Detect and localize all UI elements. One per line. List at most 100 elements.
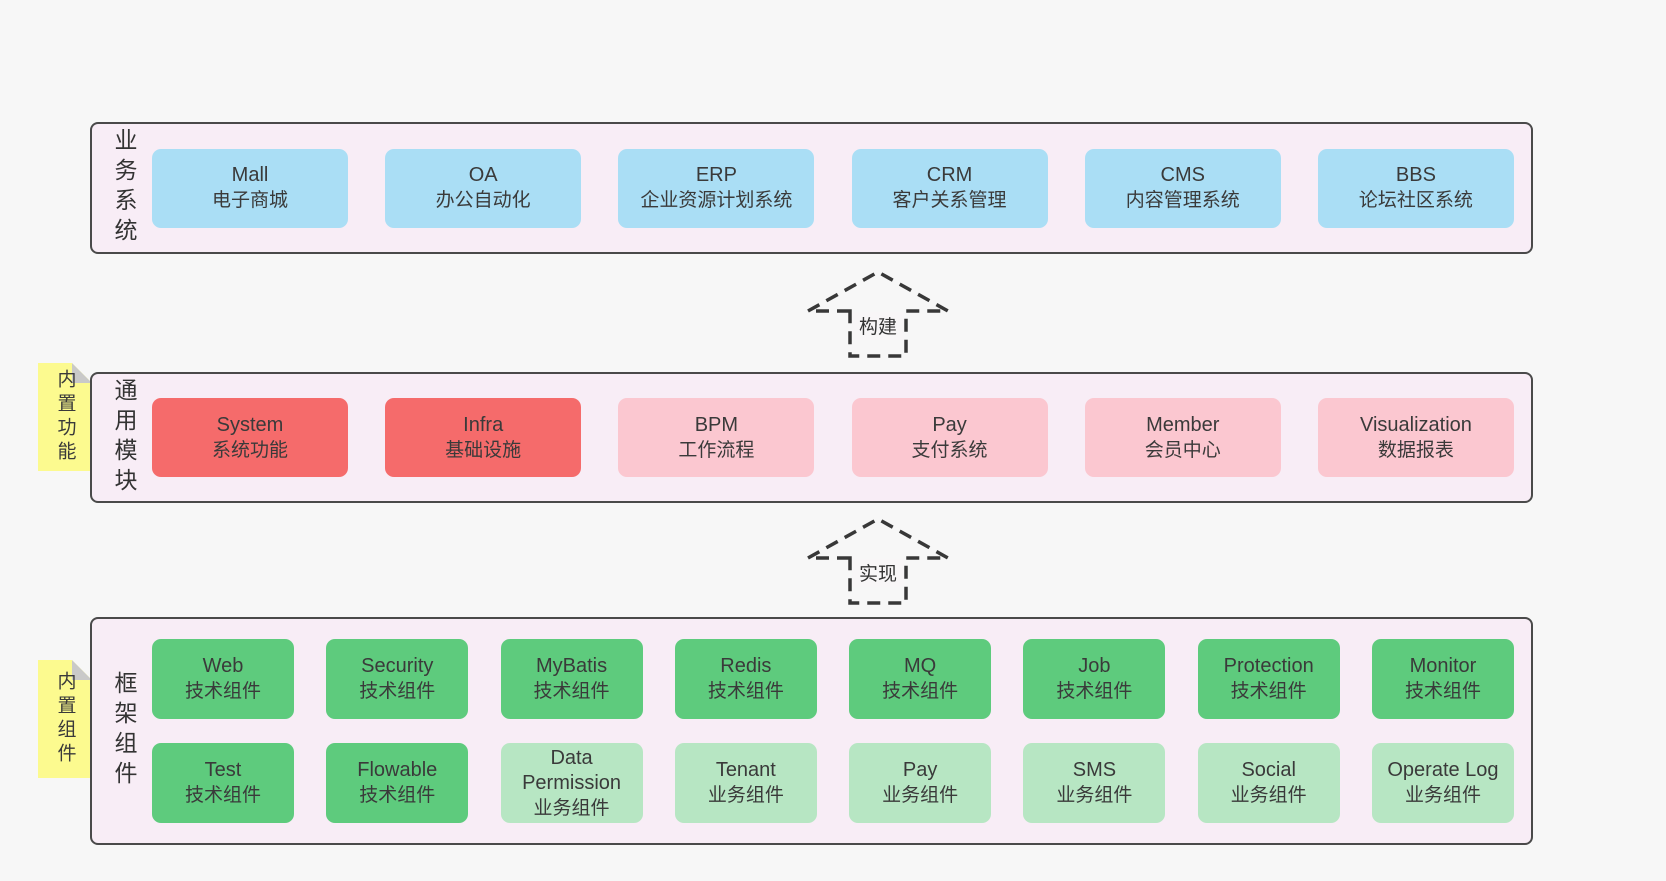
box-title: ERP [695, 164, 737, 186]
box-title: Redis [720, 655, 772, 677]
box-subtitle: 业务组件 [533, 797, 610, 819]
box-title: Member [1146, 413, 1220, 436]
box-protection: Protection 技术组件 [1197, 639, 1340, 719]
box-tenant: Tenant 业务组件 [674, 743, 817, 823]
box-crm: CRM 客户关系管理 [851, 148, 1048, 228]
box-subtitle: 内容管理系统 [1125, 190, 1240, 211]
box-title: Social [1241, 759, 1296, 781]
box-cms: CMS 内容管理系统 [1084, 148, 1281, 228]
box-title: Tenant [715, 759, 776, 781]
box-bpm: BPM 工作流程 [618, 398, 815, 477]
box-subtitle: 业务组件 [1056, 785, 1133, 806]
band-business-label: 业务系统 [111, 128, 137, 248]
box-title: CRM [926, 164, 973, 186]
box-title: System [216, 413, 284, 436]
box-title: SMS [1072, 759, 1117, 781]
box-title: Web [202, 655, 244, 677]
box-subtitle: 技术组件 [882, 681, 959, 702]
box-subtitle: 工作流程 [678, 439, 755, 461]
sticky-note-text: 内置功能 [54, 369, 76, 465]
common-modules-row: System 系统功能 Infra 基础设施 BPM 工作流程 Pay 支付系统 Member 会… [152, 398, 1514, 477]
box-oa: OA 办公自动化 [385, 148, 582, 228]
box-title: BBS [1395, 164, 1436, 186]
sticky-note-text: 内置组件 [54, 671, 76, 767]
sticky-note-builtin-components: 内置组件 [38, 660, 92, 778]
box-subtitle: 技术组件 [184, 785, 261, 806]
box-title: MQ [904, 655, 937, 677]
box-title: Security [361, 655, 434, 677]
box-title: Pay [902, 759, 938, 781]
box-system: System 系统功能 [152, 398, 348, 477]
box-title: CMS [1160, 164, 1205, 186]
arrow-label-backing [852, 559, 904, 587]
box-title: Test [204, 759, 242, 781]
box-security: Security 技术组件 [326, 639, 469, 719]
box-title: Mall [231, 164, 269, 186]
box-mybatis: MyBatis 技术组件 [500, 639, 643, 719]
box-subtitle: 客户关系管理 [892, 190, 1007, 211]
business-systems-row: Mall 电子商城 OA 办公自动化 ERP 企业资源计划系统 CRM 客户关系管理 CMS 内容… [152, 148, 1514, 228]
box-subtitle: 支付系统 [911, 439, 988, 461]
box-member: Member 会员中心 [1084, 398, 1281, 477]
box-flowable: Flowable 技术组件 [326, 743, 469, 823]
box-redis: Redis 技术组件 [674, 639, 817, 719]
box-subtitle: 技术组件 [707, 681, 784, 702]
box-erp: ERP 企业资源计划系统 [618, 148, 815, 228]
box-subtitle: 系统功能 [211, 439, 288, 461]
box-title: Monitor [1409, 655, 1477, 677]
box-subtitle: 业务组件 [1230, 785, 1307, 806]
box-subtitle: 技术组件 [1230, 681, 1307, 702]
box-title: Infra [463, 413, 504, 436]
box-bbs: BBS 论坛社区系统 [1317, 148, 1514, 228]
box-subtitle: 业务组件 [882, 785, 959, 806]
band-common-modules: 通用模块 System 系统功能 Infra 基础设施 BPM 工作流程 Pay 支付系统 Me… [90, 372, 1533, 503]
box-subtitle: 论坛社区系统 [1358, 190, 1473, 211]
band-business-systems: 业务系统 Mall 电子商城 OA 办公自动化 ERP 企业资源计划系统 CRM 客户关系管理… [90, 122, 1533, 254]
box-subtitle: 业务组件 [707, 785, 784, 806]
box-subtitle: 技术组件 [359, 785, 436, 806]
box-subtitle: 办公自动化 [435, 190, 531, 211]
box-title: Flowable [357, 759, 438, 781]
box-infra: Infra 基础设施 [385, 398, 582, 477]
build-arrow-icon: 构建 [803, 269, 953, 358]
box-title: MyBatis [536, 655, 608, 677]
box-mall: Mall 电子商城 [152, 148, 348, 228]
box-subtitle: 业务组件 [1404, 785, 1481, 806]
box-subtitle: 基础设施 [445, 439, 522, 461]
box-web: Web 技术组件 [152, 639, 294, 719]
box-subtitle: 电子商城 [211, 190, 288, 211]
box-subtitle: 会员中心 [1144, 439, 1221, 461]
box-subtitle: 企业资源计划系统 [640, 190, 793, 211]
box-title: Operate Log [1387, 759, 1499, 781]
box-sms: SMS 业务组件 [1023, 743, 1166, 823]
box-title: Job [1078, 655, 1111, 677]
band-components-label: 框架组件 [111, 671, 137, 791]
box-title: Pay [932, 413, 967, 436]
implement-arrow-label: 实现 [859, 563, 897, 585]
box-title: OA [468, 164, 498, 186]
box-subtitle: 数据报表 [1377, 439, 1454, 461]
box-mq: MQ 技术组件 [849, 639, 992, 719]
implement-arrow-icon: 实现 [803, 516, 953, 605]
box-job: Job 技术组件 [1023, 639, 1166, 719]
box-test: Test 技术组件 [152, 743, 294, 823]
box-pay: Pay 业务组件 [849, 743, 992, 823]
box-pay: Pay 支付系统 [851, 398, 1048, 477]
box-subtitle: 技术组件 [184, 681, 261, 702]
box-subtitle: 技术组件 [533, 681, 610, 702]
band-modules-label: 通用模块 [111, 377, 137, 498]
build-arrow-label: 构建 [859, 316, 897, 338]
box-title: Protection [1223, 655, 1314, 677]
box-operate-log: Operate Log 业务组件 [1371, 743, 1514, 823]
box-title: BPM [694, 413, 739, 436]
box-subtitle: 技术组件 [1056, 681, 1133, 702]
arrow-label-backing [852, 312, 904, 340]
box-subtitle: 技术组件 [359, 681, 436, 702]
